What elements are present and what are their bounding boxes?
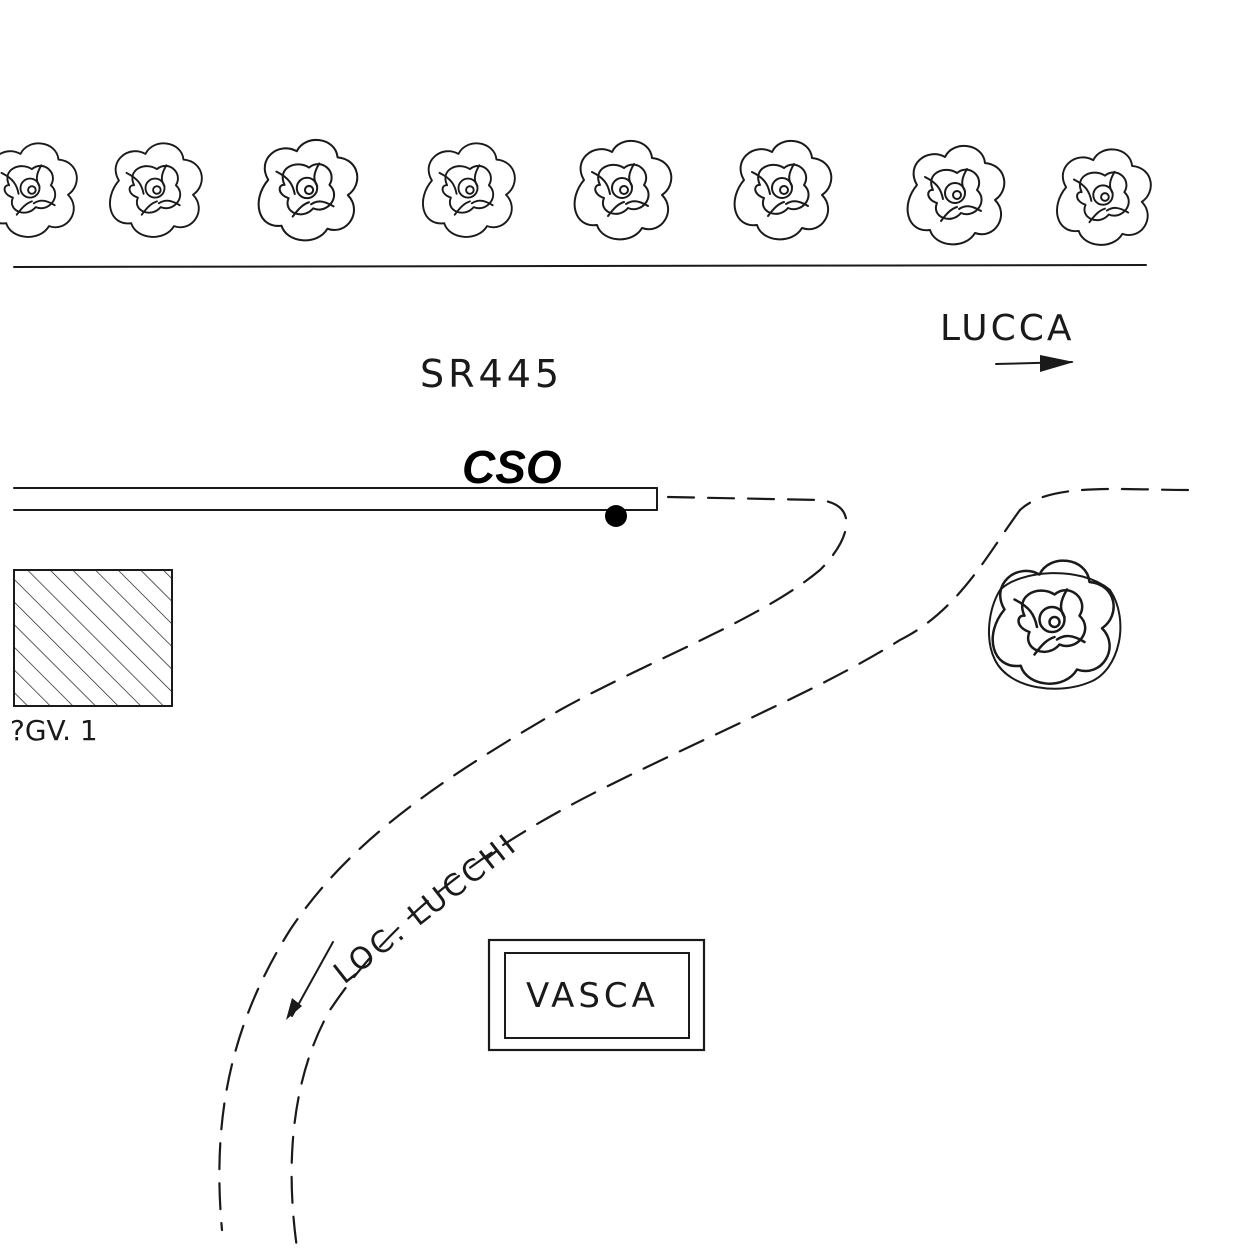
shrub-icon	[573, 139, 673, 241]
shrub-icon	[988, 559, 1122, 690]
shrub-icon	[421, 142, 516, 238]
side-road-edge-left	[218, 495, 848, 1232]
road-label: SR445	[420, 352, 563, 396]
shrub-icon	[0, 142, 78, 238]
road-edge-south	[13, 487, 658, 511]
road-edge-dashed-north	[1018, 487, 1190, 512]
cso-label: CSO	[462, 441, 562, 493]
road-edge-north	[13, 264, 1147, 268]
arrow-down-left-icon	[286, 941, 334, 1020]
building-label: ?GV. 1	[10, 714, 98, 747]
point-marker-icon	[605, 505, 627, 527]
side-road-edge-right	[290, 508, 1022, 1257]
shrub-icon	[257, 138, 359, 242]
building-hatched	[13, 569, 173, 707]
tank-label: VASCA	[526, 976, 659, 1016]
shrub-icon	[108, 142, 203, 238]
direction-label: LUCCA	[940, 308, 1075, 349]
shrub-icon	[1056, 148, 1152, 246]
side-road-label: LOC. LUCCHI	[327, 827, 524, 992]
arrow-right-icon	[995, 355, 1074, 372]
shrub-icon	[733, 139, 833, 241]
shrub-row	[0, 138, 1152, 246]
tank-box	[487, 938, 706, 1052]
shrub-icon	[906, 144, 1006, 246]
